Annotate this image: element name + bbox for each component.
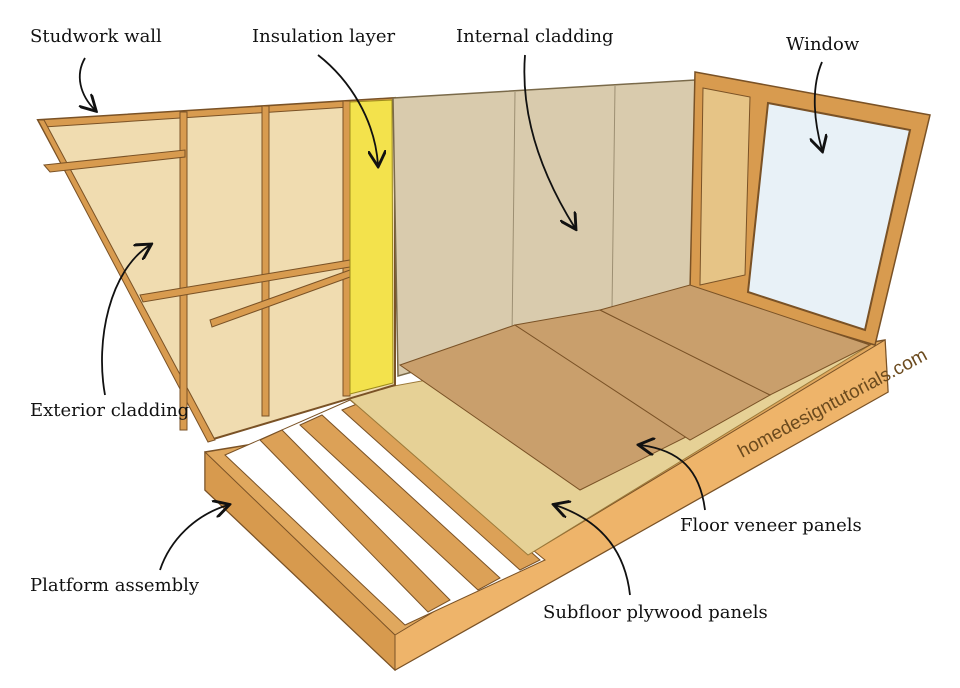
label-floor-veneer-panels: Floor veneer panels bbox=[680, 515, 862, 536]
label-subfloor-plywood-panels: Subfloor plywood panels bbox=[543, 602, 768, 623]
studwork-wall bbox=[36, 96, 396, 443]
label-insulation-layer: Insulation layer bbox=[252, 26, 396, 47]
label-internal-cladding: Internal cladding bbox=[456, 26, 614, 47]
label-platform-assembly: Platform assembly bbox=[30, 575, 200, 596]
window-wall bbox=[689, 71, 931, 346]
label-exterior-cladding: Exterior cladding bbox=[30, 400, 190, 421]
label-studwork-wall: Studwork wall bbox=[30, 26, 162, 47]
window-glass bbox=[746, 101, 912, 332]
floor-joists bbox=[259, 401, 541, 613]
label-window: Window bbox=[786, 34, 860, 55]
floor-veneer-panels bbox=[398, 284, 872, 491]
insulation-layer bbox=[349, 99, 394, 395]
callout-arrows bbox=[80, 54, 822, 596]
